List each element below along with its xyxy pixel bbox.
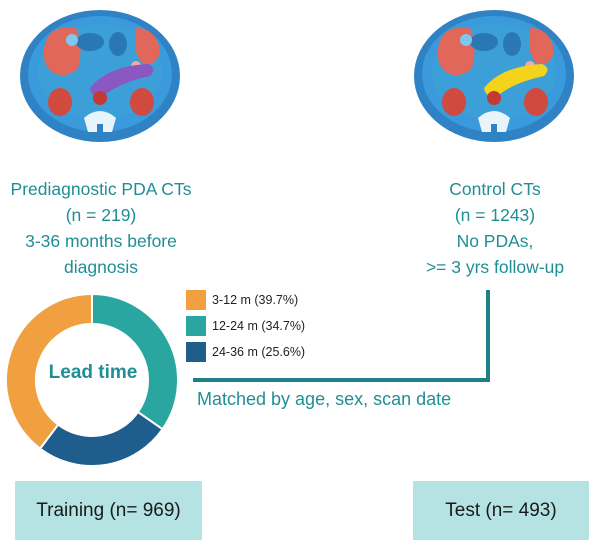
control-followup: >= 3 yrs follow-up <box>425 257 565 277</box>
prediagnostic-window: 3-36 months before <box>25 231 177 251</box>
legend-item: 24-36 m (25.6%) <box>186 341 305 362</box>
legend-swatch-orange <box>186 289 206 310</box>
prediagnostic-window-suffix: diagnosis <box>64 257 138 277</box>
control-count: (n = 1243) <box>454 205 536 225</box>
legend-swatch-teal <box>186 315 206 336</box>
lead-time-legend: 3-12 m (39.7%) 12-24 m (34.7%) 24-36 m (… <box>186 289 305 367</box>
control-group-label: Control CTs (n = 1243) No PDAs, >= 3 yrs… <box>400 176 590 280</box>
ct-scan-normal-pancreas-icon <box>414 10 574 142</box>
legend-label: 24-36 m (25.6%) <box>212 344 306 359</box>
matching-criteria-label: Matched by age, sex, scan date <box>197 389 452 409</box>
donut-center-label: Lead time <box>48 362 138 383</box>
test-set-box: Test (n= 493) <box>413 481 589 540</box>
legend-swatch-blue <box>186 341 206 362</box>
ct-scan-pancreas-lesion-icon <box>20 10 180 142</box>
prediagnostic-title: Prediagnostic PDA CTs <box>10 179 192 199</box>
control-criteria: No PDAs, <box>456 231 534 251</box>
prediagnostic-count: (n = 219) <box>65 205 137 225</box>
legend-label: 3-12 m (39.7%) <box>212 292 299 307</box>
control-title: Control CTs <box>449 179 541 199</box>
donut-slice-1 <box>91 292 179 431</box>
yellow-pancreas-icon <box>484 64 548 96</box>
legend-label: 12-24 m (34.7%) <box>212 318 306 333</box>
donut-slice-0 <box>5 292 93 451</box>
purple-pancreas-icon <box>90 64 154 96</box>
prediagnostic-group-label: Prediagnostic PDA CTs (n = 219) 3-36 mon… <box>0 176 202 280</box>
lead-time-donut-chart <box>5 292 179 467</box>
legend-item: 3-12 m (39.7%) <box>186 289 305 310</box>
legend-item: 12-24 m (34.7%) <box>186 315 305 336</box>
training-set-box: Training (n= 969) <box>15 481 202 540</box>
donut-slice-2 <box>38 410 164 467</box>
